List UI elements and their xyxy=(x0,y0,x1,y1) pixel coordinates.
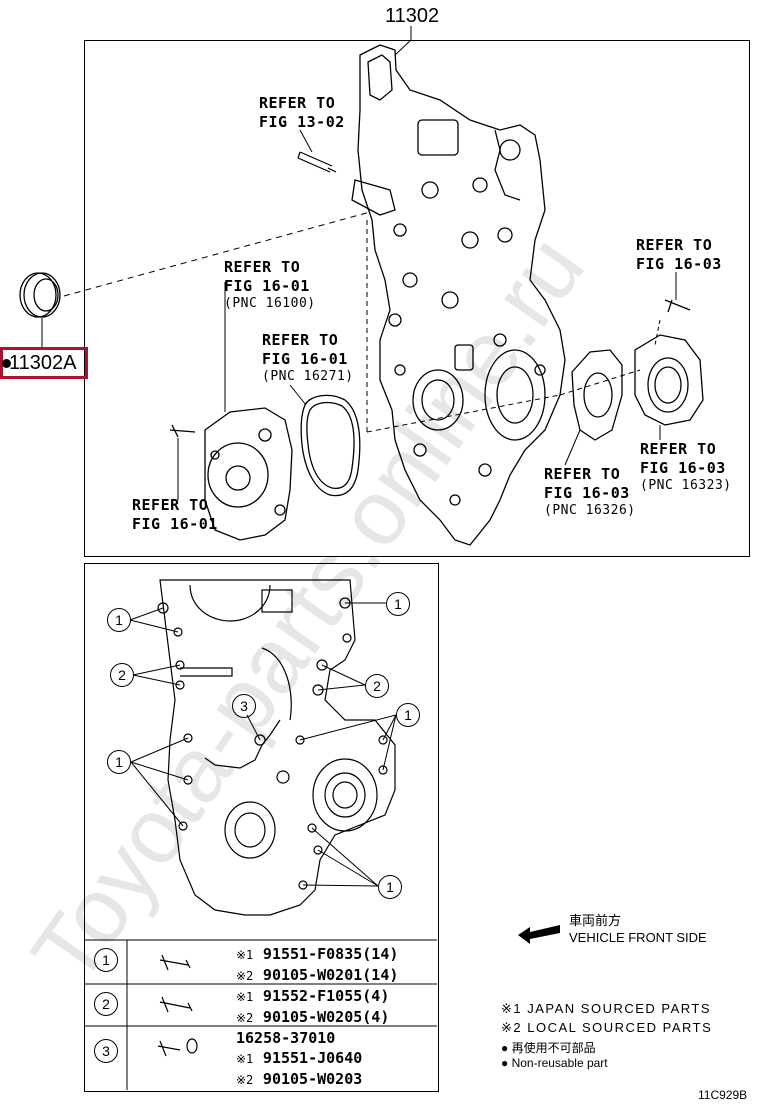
bolt-icons xyxy=(157,954,198,1057)
ref-fig-16-03-bolt[interactable]: REFER TO FIG 16-03 xyxy=(636,236,722,273)
callout-2: 2 xyxy=(365,674,389,698)
part-number-11302A: 11302A xyxy=(9,352,77,374)
timing-cover-drawing xyxy=(351,44,566,546)
legend-local-sourced: ※2 LOCAL SOURCED PARTS xyxy=(501,1020,713,1035)
figure-code: 11C929B xyxy=(698,1088,748,1102)
ref-fig-16-01-pnc16100[interactable]: REFER TO FIG 16-01 (PNC 16100) xyxy=(224,258,316,311)
part-number[interactable]: 16258-37010 xyxy=(236,1029,336,1047)
part-number[interactable]: 90105-W0203 xyxy=(262,1070,363,1088)
direction-label-en: VEHICLE FRONT SIDE xyxy=(569,930,707,945)
bolt-detail-frame xyxy=(84,563,439,1092)
ref-fig-16-03-pnc16326[interactable]: REFER TO FIG 16-03 (PNC 16326) xyxy=(544,465,636,518)
legend-japan-sourced: ※1 JAPAN SOURCED PARTS xyxy=(501,1001,712,1016)
front-direction-arrow xyxy=(518,925,560,944)
direction-label-jp: 車両前方 xyxy=(569,913,622,928)
table-row: ※1 91552-F1055(4) ※2 90105-W0205(4) xyxy=(236,987,390,1026)
thermostat-drawing xyxy=(571,299,704,441)
callout-1: 1 xyxy=(107,750,131,774)
callout-1: 1 xyxy=(378,875,402,899)
part-number-11302[interactable]: 11302 xyxy=(385,5,440,27)
stud-bolt-drawing xyxy=(297,151,337,173)
callout-1: 1 xyxy=(107,608,131,632)
ref-fig-16-01-bolt[interactable]: REFER TO FIG 16-01 xyxy=(132,496,218,533)
oil-seal-drawing xyxy=(19,272,61,318)
exploded-view-frame xyxy=(84,40,750,557)
callout-3: 3 xyxy=(232,694,256,718)
legend-non-reusable-en: ● Non-reusable part xyxy=(501,1056,608,1070)
part-number[interactable]: 91551-F0835(14) xyxy=(262,945,399,963)
part-number[interactable]: 90105-W0201(14) xyxy=(262,966,399,984)
ref-fig-13-02[interactable]: REFER TO FIG 13-02 xyxy=(259,94,345,131)
non-reusable-dot-icon xyxy=(2,359,11,368)
table-row-id-1: 1 xyxy=(94,948,118,972)
callout-1: 1 xyxy=(386,592,410,616)
part-callout-11302A[interactable]: 11302A xyxy=(0,347,88,379)
ref-fig-16-03-pnc16323[interactable]: REFER TO FIG 16-03 (PNC 16323) xyxy=(640,440,732,493)
ref-fig-16-01-pnc16271[interactable]: REFER TO FIG 16-01 (PNC 16271) xyxy=(262,331,354,384)
bolt-location-drawing xyxy=(157,579,396,916)
table-row: ※1 91551-F0835(14) ※2 90105-W0201(14) xyxy=(236,945,399,984)
part-number[interactable]: 91551-J0640 xyxy=(262,1049,363,1067)
water-pump-drawing xyxy=(169,407,293,541)
pump-gasket-drawing xyxy=(300,394,361,497)
bolt-leaders xyxy=(129,602,397,887)
table-row: 16258-37010 ※1 91551-J0640 ※2 90105-W020… xyxy=(236,1029,363,1088)
table-row-id-3: 3 xyxy=(94,1039,118,1063)
table-row-id-2: 2 xyxy=(94,992,118,1016)
legend-non-reusable-jp: ● 再使用不可部品 xyxy=(501,1041,596,1055)
part-number[interactable]: 90105-W0205(4) xyxy=(262,1008,390,1026)
callout-2: 2 xyxy=(110,663,134,687)
callout-1: 1 xyxy=(396,703,420,727)
part-number[interactable]: 91552-F1055(4) xyxy=(262,987,390,1005)
